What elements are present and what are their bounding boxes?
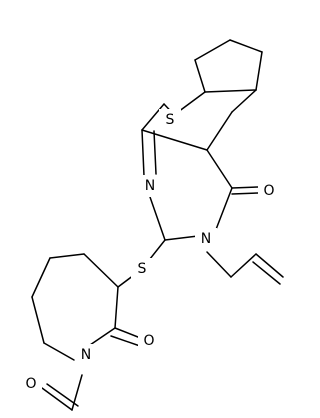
- bond-lines: [31, 39, 284, 411]
- atom-label-sulfur-thiophene: S: [166, 112, 175, 128]
- atom-label-nitrogen-allyl: N: [201, 231, 211, 247]
- atom-label-nitrogen-pyrimidine: N: [145, 178, 155, 194]
- atom-label-oxygen-benzoyl: O: [25, 376, 36, 392]
- atom-label-nitrogen-azepane: N: [81, 347, 91, 363]
- molecule-drawing: S N N O S N O O: [20, 39, 284, 411]
- atom-label-oxygen-pyrimidinone: O: [263, 183, 274, 199]
- atom-label-sulfur-thioether: S: [138, 261, 147, 277]
- structure-diagram: S N N O S N O O: [20, 39, 284, 411]
- atom-label-oxygen-lactam: O: [143, 333, 154, 349]
- atom-labels: S N N O S N O O: [20, 109, 280, 395]
